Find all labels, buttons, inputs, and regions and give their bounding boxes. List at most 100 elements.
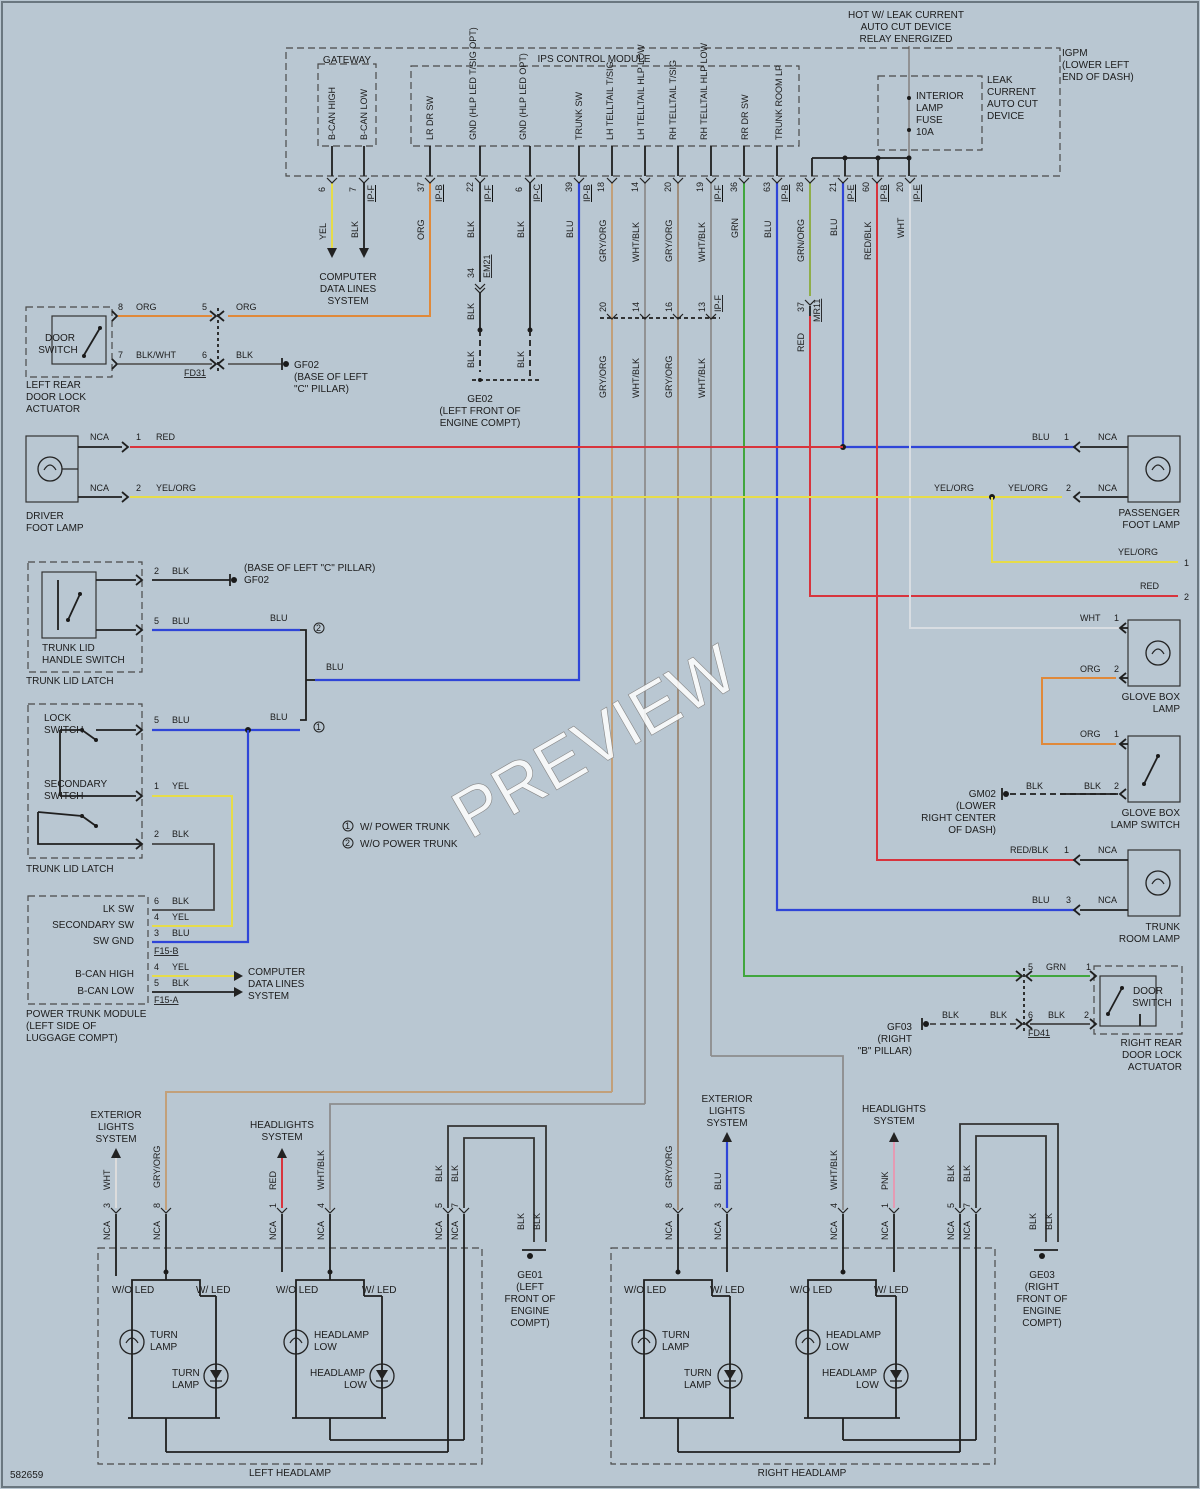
svg-text:ACTUATOR: ACTUATOR	[1128, 1062, 1182, 1073]
right-headlamp-internals: W/O LED W/ LED W/O LED W/ LED TURN LAMP …	[624, 1214, 977, 1479]
svg-text:BLK: BLK	[172, 829, 189, 839]
wire-label: WHT/BLK	[631, 358, 641, 398]
svg-text:NCA: NCA	[90, 483, 109, 493]
option-markers: 2 1	[313, 622, 325, 733]
ge03-ground: GE03 (RIGHT FRONT OF ENGINE COMPT)	[1017, 1270, 1068, 1329]
svg-text:POWER TRUNK MODULE: POWER TRUNK MODULE	[26, 1009, 147, 1020]
trunk-room-lamp-connectors: RED/BLK 1 NCA BLU 3 NCA	[1010, 845, 1117, 916]
svg-text:IP-E: IP-E	[846, 184, 856, 202]
svg-text:7: 7	[450, 1203, 460, 1208]
svg-text:HANDLE SWITCH: HANDLE SWITCH	[42, 655, 125, 666]
svg-text:LOCK: LOCK	[44, 713, 72, 724]
svg-text:PASSENGER: PASSENGER	[1119, 508, 1181, 519]
trunk-lid-handle-switch-box	[41, 571, 97, 639]
svg-text:NCA: NCA	[434, 1221, 444, 1240]
svg-text:2: 2	[154, 829, 159, 839]
svg-text:GF03: GF03	[887, 1022, 912, 1033]
svg-text:21: 21	[828, 182, 838, 192]
svg-text:2: 2	[136, 483, 141, 493]
svg-text:TRUNK SW: TRUNK SW	[574, 91, 584, 140]
trunk-lid-latch-label-2: TRUNK LID LATCH	[26, 864, 114, 875]
svg-text:IP-E: IP-E	[912, 184, 922, 202]
door-switch-left: DOOR SWITCH	[38, 326, 102, 358]
svg-text:1: 1	[316, 722, 321, 732]
door-switch-left-box	[51, 315, 107, 365]
wire-label: GRY/ORG	[664, 220, 674, 262]
svg-text:RR DR SW: RR DR SW	[740, 94, 750, 140]
svg-text:5: 5	[1028, 962, 1033, 972]
svg-text:1: 1	[1114, 613, 1119, 623]
svg-text:BLU: BLU	[270, 613, 288, 623]
wire-label: WHT/BLK	[631, 222, 641, 262]
svg-text:FD31: FD31	[184, 368, 206, 378]
svg-text:IP-F: IP-F	[366, 184, 376, 202]
svg-text:1: 1	[136, 432, 141, 442]
trunk-lid-upper-connectors: 2 BLK 5 BLU BLU	[135, 566, 288, 636]
left-headlamp-wire-labels: WHT 3 GRY/ORG 8 RED 1 WHT/BLK 4 BLK BLK …	[102, 1146, 542, 1240]
svg-text:LIGHTS: LIGHTS	[709, 1106, 745, 1117]
svg-text:ORG: ORG	[236, 302, 257, 312]
svg-text:BLU: BLU	[270, 712, 288, 722]
svg-text:SECONDARY: SECONDARY	[44, 779, 107, 790]
svg-text:2: 2	[1114, 781, 1119, 791]
svg-text:14: 14	[631, 302, 641, 312]
svg-text:BLU: BLU	[172, 616, 190, 626]
svg-text:4: 4	[154, 912, 159, 922]
trunk-lid-latch-lower-frame	[27, 703, 143, 859]
svg-text:BLK: BLK	[1084, 781, 1101, 791]
svg-text:HEADLAMP: HEADLAMP	[314, 1330, 369, 1341]
svg-text:(LEFT SIDE OF: (LEFT SIDE OF	[26, 1021, 96, 1032]
svg-text:IP-B: IP-B	[434, 184, 444, 202]
trunk-lid-latch-upper-frame	[27, 561, 143, 673]
svg-text:LEFT REAR: LEFT REAR	[26, 380, 81, 391]
svg-text:B-CAN LOW: B-CAN LOW	[77, 986, 134, 997]
svg-text:BLU: BLU	[713, 1172, 723, 1190]
svg-text:LAMP: LAMP	[172, 1380, 200, 1391]
svg-text:DOOR LOCK: DOOR LOCK	[1122, 1050, 1182, 1061]
svg-text:NCA: NCA	[1098, 483, 1117, 493]
svg-text:SYSTEM: SYSTEM	[95, 1134, 136, 1145]
svg-text:GRY/ORG: GRY/ORG	[152, 1146, 162, 1188]
svg-text:NCA: NCA	[316, 1221, 326, 1240]
left-exterior-lights: EXTERIOR LIGHTS SYSTEM	[90, 1110, 142, 1158]
wire-label: BLU	[565, 220, 575, 238]
svg-text:BLK: BLK	[434, 1165, 444, 1182]
svg-text:BLK: BLK	[450, 1165, 460, 1182]
svg-text:LOW: LOW	[856, 1380, 879, 1391]
trunk-room-lamp-label: TRUNK ROOM LAMP	[1119, 922, 1180, 945]
svg-text:YEL: YEL	[172, 962, 189, 972]
svg-text:HEADLIGHTS: HEADLIGHTS	[862, 1104, 926, 1115]
svg-text:EXTERIOR: EXTERIOR	[701, 1094, 752, 1105]
svg-text:DATA LINES: DATA LINES	[320, 284, 377, 295]
svg-text:AUTO CUT DEVICE: AUTO CUT DEVICE	[861, 22, 952, 33]
svg-text:RELAY ENERGIZED: RELAY ENERGIZED	[860, 34, 953, 45]
svg-text:W/ POWER TRUNK: W/ POWER TRUNK	[360, 822, 450, 833]
gf02-ground-label: GF02 (BASE OF LEFT "C" PILLAR)	[281, 358, 368, 395]
wire-label: BLK	[466, 351, 476, 368]
right-headlights-system: HEADLIGHTS SYSTEM	[862, 1104, 926, 1142]
wire-label: BLU	[763, 220, 773, 238]
right-headlamp-wire-labels: GRY/ORG 8 BLU 3 WHT/BLK 4 PNK 1 BLK BLK …	[664, 1146, 1054, 1240]
svg-text:LOW: LOW	[344, 1380, 367, 1391]
svg-text:RED/BLK: RED/BLK	[1010, 845, 1049, 855]
svg-text:60: 60	[861, 182, 871, 192]
svg-text:GF02: GF02	[244, 575, 269, 586]
svg-text:10A: 10A	[916, 127, 934, 138]
svg-text:39: 39	[564, 182, 574, 192]
svg-text:(LEFT FRONT OF: (LEFT FRONT OF	[439, 406, 520, 417]
wire-label: GRN/ORG	[796, 219, 806, 262]
right-rear-door-frame	[1093, 965, 1183, 1035]
svg-text:DEVICE: DEVICE	[987, 111, 1025, 122]
driver-foot-lamp-bulb	[37, 456, 78, 482]
svg-text:B-CAN HIGH: B-CAN HIGH	[75, 969, 134, 980]
svg-text:63: 63	[762, 182, 772, 192]
svg-text:SYSTEM: SYSTEM	[261, 1132, 302, 1143]
svg-text:W/ LED: W/ LED	[874, 1285, 908, 1296]
power-trunk-module-label: POWER TRUNK MODULE (LEFT SIDE OF LUGGAGE…	[26, 1009, 147, 1044]
wire-label: RED/BLK	[863, 221, 873, 260]
svg-text:RED: RED	[268, 1170, 278, 1190]
igpm-frame	[285, 47, 1061, 177]
svg-text:IP-F: IP-F	[483, 184, 493, 202]
svg-text:WHT: WHT	[1080, 613, 1101, 623]
svg-text:RIGHT REAR: RIGHT REAR	[1121, 1038, 1183, 1049]
